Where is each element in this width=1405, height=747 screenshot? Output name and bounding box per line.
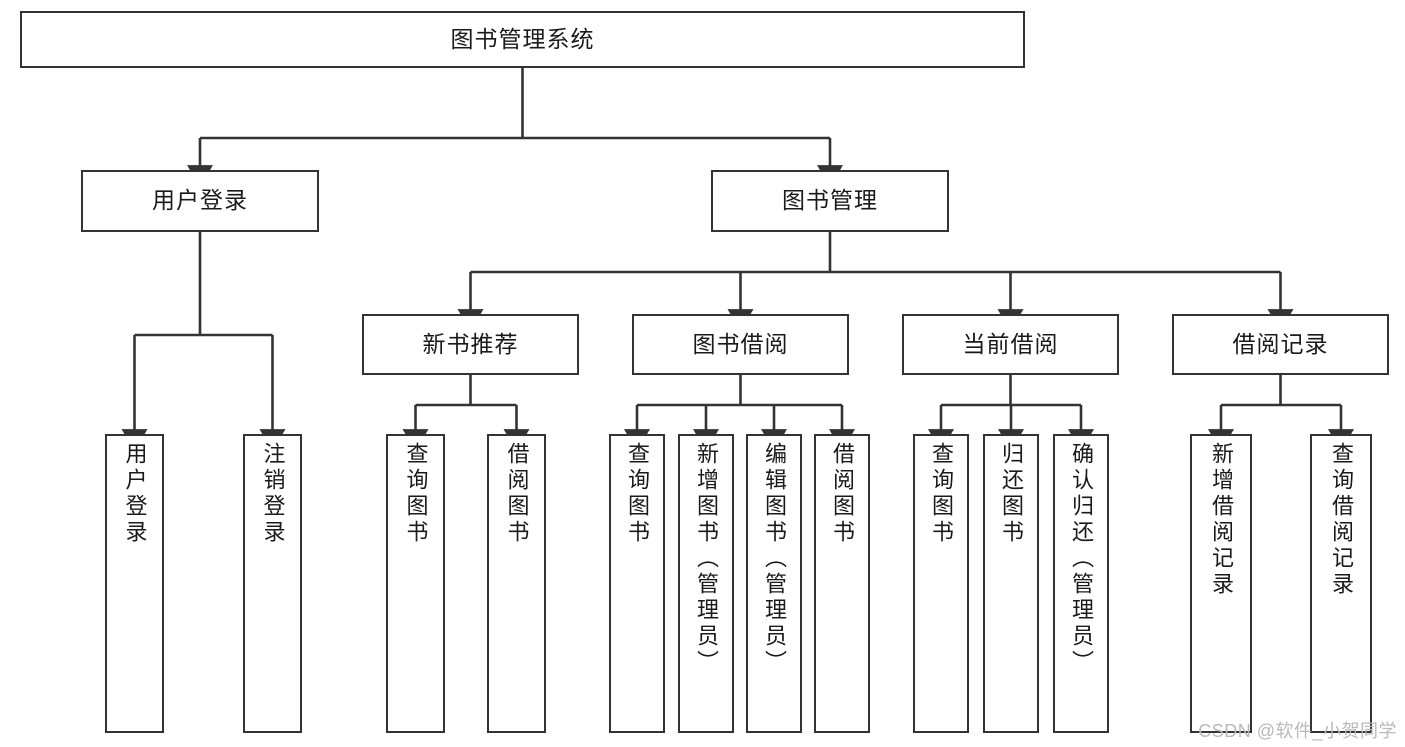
node-leaf_q_book_1[interactable]: 查询图书 — [386, 434, 445, 733]
node-label: 借阅记录 — [1232, 330, 1329, 357]
node-label: 新增图书（管理员） — [694, 442, 719, 676]
node-label: 图书管理系统 — [450, 25, 595, 52]
node-label: 图书借阅 — [692, 330, 789, 357]
node-leaf_user_login[interactable]: 用户登录 — [105, 434, 164, 733]
node-leaf_borrow_b2[interactable]: 借阅图书 — [814, 434, 870, 733]
node-leaf_borrow_b1[interactable]: 借阅图书 — [487, 434, 546, 733]
node-leaf_logout[interactable]: 注销登录 — [243, 434, 302, 733]
node-label: 查询借阅记录 — [1329, 442, 1354, 598]
node-label: 用户登录 — [152, 187, 248, 214]
node-leaf_q_rec[interactable]: 查询借阅记录 — [1310, 434, 1372, 733]
node-label: 查询图书 — [625, 442, 650, 546]
node-label: 注销登录 — [260, 442, 286, 546]
node-leaf_return[interactable]: 归还图书 — [983, 434, 1039, 733]
node-leaf_edit_book[interactable]: 编辑图书（管理员） — [746, 434, 802, 733]
node-label: 借阅图书 — [830, 442, 855, 546]
node-leaf_q_book_2[interactable]: 查询图书 — [609, 434, 665, 733]
node-label: 查询图书 — [929, 442, 954, 546]
csdn-watermark: CSDN @软件_小贺同学 — [1198, 721, 1397, 741]
node-book_manage[interactable]: 图书管理 — [711, 170, 949, 232]
node-new_book_rec[interactable]: 新书推荐 — [362, 314, 579, 375]
node-label: 归还图书 — [999, 442, 1024, 546]
node-label: 用户登录 — [122, 442, 148, 546]
node-book_borrow[interactable]: 图书借阅 — [632, 314, 849, 375]
node-leaf_add_book[interactable]: 新增图书（管理员） — [678, 434, 734, 733]
node-label: 确认归还（管理员） — [1069, 442, 1094, 676]
node-label: 图书管理 — [782, 187, 878, 214]
node-current_borrow[interactable]: 当前借阅 — [902, 314, 1119, 375]
node-leaf_q_book_3[interactable]: 查询图书 — [913, 434, 969, 733]
node-label: 查询图书 — [403, 442, 429, 546]
node-label: 编辑图书（管理员） — [762, 442, 787, 676]
node-leaf_add_rec[interactable]: 新增借阅记录 — [1190, 434, 1252, 733]
node-label: 借阅图书 — [504, 442, 530, 546]
node-label: 新增借阅记录 — [1209, 442, 1234, 598]
node-label: 新书推荐 — [422, 330, 519, 357]
node-root[interactable]: 图书管理系统 — [20, 11, 1025, 68]
node-label: 当前借阅 — [962, 330, 1059, 357]
node-borrow_record[interactable]: 借阅记录 — [1172, 314, 1389, 375]
node-leaf_conf_ret[interactable]: 确认归还（管理员） — [1053, 434, 1109, 733]
node-user_login[interactable]: 用户登录 — [81, 170, 319, 232]
